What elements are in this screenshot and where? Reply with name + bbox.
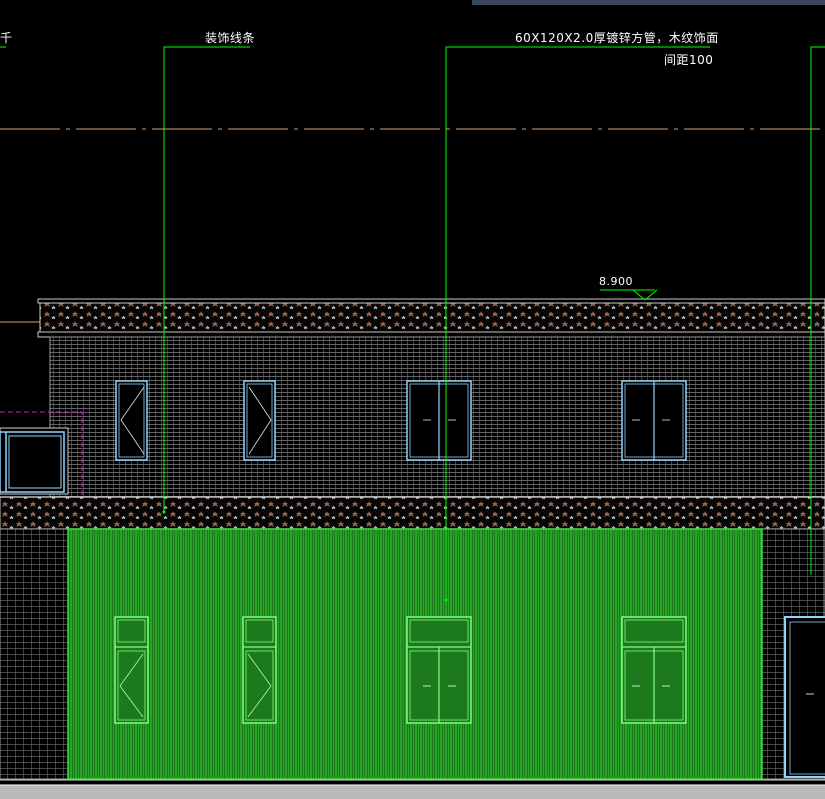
lower-window-1	[114, 616, 149, 724]
elevation-label: 8.900	[599, 275, 633, 288]
middle-decor-band	[0, 496, 825, 530]
annex-window	[0, 431, 65, 493]
upper-window-4	[621, 380, 687, 461]
upper-window-1	[115, 380, 148, 461]
ground-strip	[0, 785, 825, 799]
leader-right	[810, 46, 825, 575]
lower-window-4	[621, 616, 687, 724]
upper-window-2	[243, 380, 276, 461]
left-clipped-label: 千	[0, 31, 13, 45]
spacing-label: 间距100	[664, 53, 714, 67]
decor-strip-label: 装饰线条	[205, 31, 256, 45]
upper-window-3	[406, 380, 472, 461]
leader-steel-tube	[445, 46, 710, 600]
leader-dot	[444, 598, 448, 602]
viewport-top-bar	[472, 0, 825, 5]
parapet-bottom-cap	[37, 331, 825, 338]
parapet-decor-band	[39, 302, 825, 333]
leader-dot-2	[162, 510, 166, 514]
lower-left-wall	[0, 528, 69, 780]
parapet-top-cap	[37, 298, 825, 304]
elevation-marker	[600, 289, 658, 301]
leader-decor-strip	[163, 46, 250, 512]
right-door	[784, 616, 825, 778]
steel-tube-label: 60X120X2.0厚镀锌方管，木纹饰面	[515, 31, 719, 45]
lower-window-2	[242, 616, 277, 724]
lower-window-3	[406, 616, 472, 724]
